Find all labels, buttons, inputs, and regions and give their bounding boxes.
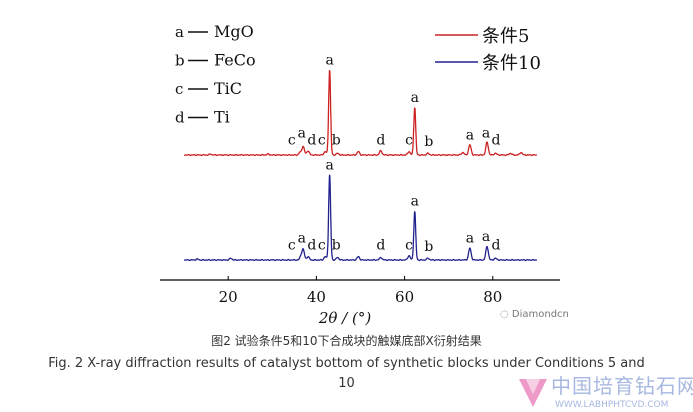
peak-label-a: a — [325, 53, 333, 69]
x-tick-label: 40 — [307, 288, 326, 306]
peak-label-a: a — [298, 126, 306, 142]
peak-label-c: c — [405, 238, 413, 254]
peak-label-b: b — [424, 134, 433, 150]
caption-en: Fig. 2 X-ray diffraction results of cata… — [48, 356, 645, 371]
peak-label-d: d — [307, 238, 316, 254]
peak-label-d: d — [376, 133, 385, 149]
caption-cn: 图2 试验条件5和10下合成块的触媒底部X衍射结果 — [211, 334, 482, 348]
series-line-1 — [183, 70, 538, 157]
peak-label-a: a — [298, 231, 306, 247]
peak-label-c: c — [288, 238, 296, 254]
peak-label-a: a — [482, 229, 490, 245]
phase-letter: a — [175, 23, 184, 41]
peak-label-b: b — [332, 133, 341, 149]
peak-label-c: c — [318, 133, 326, 149]
phase-letter: b — [175, 52, 185, 70]
peak-label-d: d — [492, 238, 501, 254]
peak-label-a: a — [482, 126, 490, 142]
peak-label-a: a — [466, 127, 474, 143]
peak-label-d: d — [376, 238, 385, 254]
caption-en-line2: 10 — [338, 376, 355, 391]
series-line-2 — [183, 174, 537, 262]
peak-label-a: a — [325, 158, 333, 174]
phase-name: Ti — [214, 108, 230, 127]
peak-label-b: b — [424, 239, 433, 255]
legend-label-2: 条件10 — [482, 53, 541, 74]
peak-label-d: d — [307, 133, 316, 149]
peak-label-c: c — [405, 133, 413, 149]
phase-name: FeCo — [214, 51, 256, 70]
peak-label-c: c — [288, 133, 296, 149]
x-tick-label: 80 — [483, 288, 502, 306]
phase-letter: c — [175, 80, 183, 98]
phase-letter: d — [175, 109, 185, 127]
logo-diamond-icon — [519, 379, 547, 407]
x-tick-label: 20 — [219, 288, 238, 306]
legend-label-1: 条件5 — [482, 26, 529, 47]
x-axis-label: 2θ / (°) — [318, 309, 372, 327]
peak-label-b: b — [332, 238, 341, 254]
x-tick-label: 60 — [395, 288, 414, 306]
site-logo: 中国培育钻石网 WWW.LABHPHTCVD.COM — [515, 375, 693, 412]
peak-label-c: c — [318, 238, 326, 254]
peak-label-d: d — [492, 133, 501, 149]
peak-label-a: a — [411, 90, 419, 106]
peak-label-a: a — [466, 231, 474, 247]
watermark: ◌ Diamondcn — [500, 309, 569, 320]
peak-label-a: a — [411, 193, 419, 209]
phase-name: MgO — [214, 22, 254, 41]
phase-name: TiC — [214, 79, 242, 98]
wechat-icon: ◌ — [500, 309, 512, 320]
